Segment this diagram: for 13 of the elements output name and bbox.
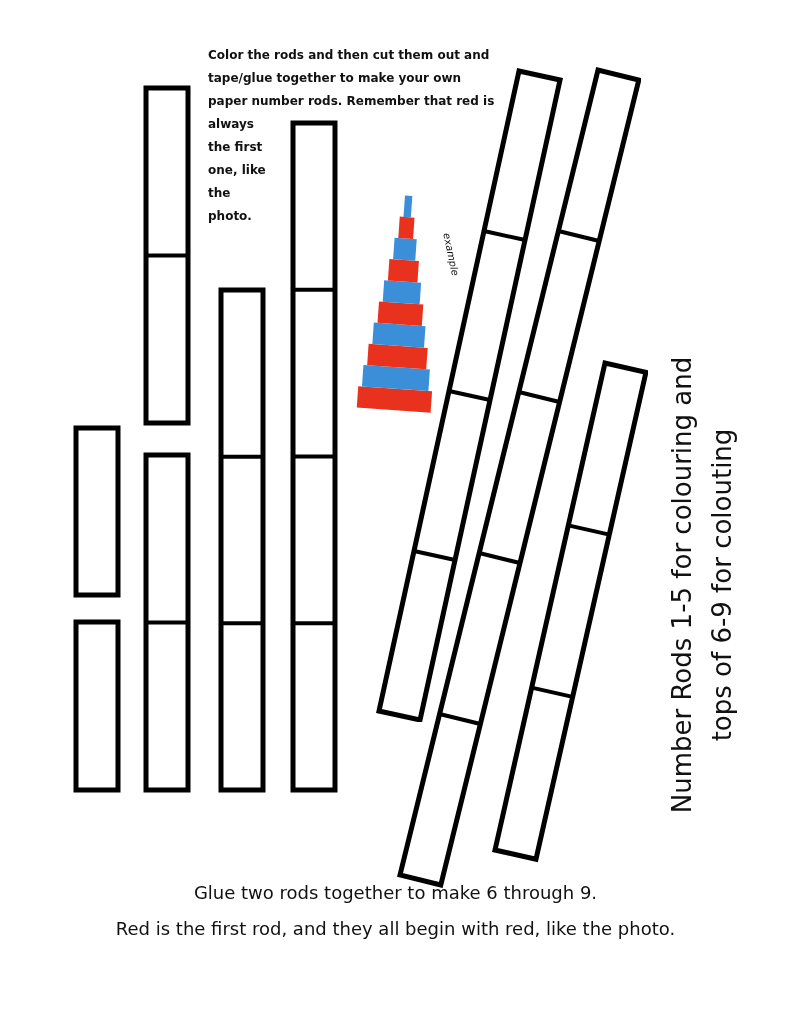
photo-caption: example xyxy=(441,232,461,277)
rod-stack-drawing xyxy=(356,195,433,413)
footer-note: Glue two rods together to make 6 through 9. xyxy=(192,882,599,903)
footer-note: Red is the first rod, and they all begin with red, like the photo. xyxy=(114,918,677,939)
paper-rod xyxy=(73,619,121,793)
paper-rod xyxy=(491,360,649,863)
paper-rod xyxy=(143,85,191,426)
paper-rod xyxy=(218,287,266,793)
paper-rod xyxy=(143,452,191,793)
side-heading: Number Rods 1-5 for colouring and tops of 6-9 for colouting xyxy=(666,355,738,816)
instruction-text: Color the rods and then cut them out and tape/glue together to make your own paper number rods. Remember that red is always the first one, like the photo. xyxy=(208,47,496,225)
paper-rod xyxy=(73,425,121,598)
paper-rod xyxy=(290,120,338,793)
